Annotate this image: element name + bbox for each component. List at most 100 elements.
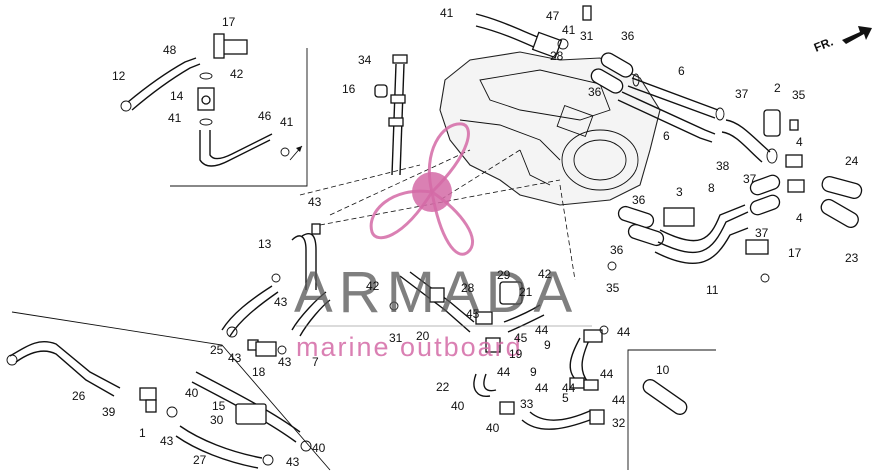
callout-1: 1 xyxy=(139,426,146,440)
callout-47: 47 xyxy=(546,9,560,23)
callout-33: 33 xyxy=(520,397,534,411)
callout-31: 31 xyxy=(389,331,403,345)
short-hoses-right-top xyxy=(590,52,725,143)
callout-9: 9 xyxy=(530,365,537,379)
callout-18: 18 xyxy=(252,365,266,379)
callout-44: 44 xyxy=(497,365,511,379)
callout-17: 17 xyxy=(222,15,236,29)
callout-8: 8 xyxy=(708,181,715,195)
callout-44: 44 xyxy=(535,323,549,337)
callout-34: 34 xyxy=(358,53,372,67)
callout-14: 14 xyxy=(170,89,184,103)
callout-3: 3 xyxy=(676,185,683,199)
front-direction-indicator: FR. xyxy=(812,26,872,55)
callout-45: 45 xyxy=(466,307,480,321)
callout-17: 17 xyxy=(788,246,802,260)
callout-10: 10 xyxy=(656,363,670,377)
callout-7: 7 xyxy=(312,355,319,369)
watermark-brand: ARMADA xyxy=(294,260,578,325)
callout-21: 21 xyxy=(519,285,533,299)
callout-12: 12 xyxy=(112,69,126,83)
watermark-tagline: marine outboard xyxy=(296,332,523,362)
callout-20: 20 xyxy=(416,329,430,343)
inset-hoses xyxy=(120,33,303,167)
callout-44: 44 xyxy=(600,367,614,381)
callout-42: 42 xyxy=(538,267,552,281)
callout-42: 42 xyxy=(366,279,380,293)
callout-44: 44 xyxy=(617,325,631,339)
callout-40: 40 xyxy=(486,421,500,435)
callout-41: 41 xyxy=(168,111,182,125)
callout-13: 13 xyxy=(258,237,272,251)
callout-41: 41 xyxy=(562,23,576,37)
callout-22: 22 xyxy=(436,380,450,394)
bottom-left-pipes xyxy=(6,311,331,471)
callout-6: 6 xyxy=(678,64,685,78)
callout-43: 43 xyxy=(308,195,322,209)
callout-29: 29 xyxy=(497,268,511,282)
callout-41: 41 xyxy=(440,6,454,20)
front-label: FR. xyxy=(812,35,835,55)
watermark: ARMADA marine outboard xyxy=(294,122,592,362)
callout-35: 35 xyxy=(792,88,806,102)
lower-center-hoses xyxy=(473,325,609,430)
callout-42: 42 xyxy=(230,67,244,81)
callout-23: 23 xyxy=(845,251,859,265)
callout-9: 9 xyxy=(544,338,551,352)
callout-31: 31 xyxy=(580,29,594,43)
callout-45: 45 xyxy=(514,331,528,345)
callout-43: 43 xyxy=(286,455,300,469)
callout-24: 24 xyxy=(845,154,859,168)
callout-43: 43 xyxy=(278,355,292,369)
callout-30: 30 xyxy=(210,413,224,427)
engine-block xyxy=(439,51,661,206)
callout-25: 25 xyxy=(210,343,224,357)
callout-11: 11 xyxy=(706,283,719,297)
callout-16: 16 xyxy=(342,82,356,96)
callout-2: 2 xyxy=(774,81,781,95)
callout-43: 43 xyxy=(228,351,242,365)
callout-19: 19 xyxy=(509,347,523,361)
callout-35: 35 xyxy=(606,281,620,295)
callout-46: 46 xyxy=(258,109,272,123)
callout-38: 38 xyxy=(716,159,730,173)
callout-15: 15 xyxy=(212,399,226,413)
callout-6: 6 xyxy=(663,129,670,143)
callout-43: 43 xyxy=(160,434,174,448)
rod-assembly xyxy=(374,54,408,176)
callout-27: 27 xyxy=(193,453,207,467)
callout-48: 48 xyxy=(163,43,177,57)
callout-32: 32 xyxy=(612,416,626,430)
callout-44: 44 xyxy=(535,381,549,395)
callout-39: 39 xyxy=(102,405,116,419)
callout-43: 43 xyxy=(274,295,288,309)
callout-37: 37 xyxy=(735,87,749,101)
callout-40: 40 xyxy=(185,386,199,400)
front-arrow-icon xyxy=(842,26,872,44)
right-cluster xyxy=(721,109,863,229)
callout-44: 44 xyxy=(562,381,576,395)
callout-28: 28 xyxy=(461,281,475,295)
callout-40: 40 xyxy=(312,441,326,455)
callout-37: 37 xyxy=(743,172,757,186)
mid-right-pipes xyxy=(607,204,770,283)
callout-36: 36 xyxy=(621,29,635,43)
callout-36: 36 xyxy=(588,85,602,99)
center-left-hoses xyxy=(221,223,331,357)
top-hoses xyxy=(475,5,592,59)
propeller-logo-icon xyxy=(369,122,475,256)
inset-frame xyxy=(170,48,308,187)
callout-37: 37 xyxy=(755,226,769,240)
callout-5: 5 xyxy=(562,391,569,405)
callout-44: 44 xyxy=(612,393,626,407)
callout-26: 26 xyxy=(72,389,86,403)
callout-36: 36 xyxy=(610,243,624,257)
callout-40: 40 xyxy=(451,399,465,413)
center-hoses xyxy=(389,271,545,353)
callout-28: 28 xyxy=(550,49,564,63)
callout-4: 4 xyxy=(796,135,803,149)
inset-right-frame xyxy=(627,349,716,470)
